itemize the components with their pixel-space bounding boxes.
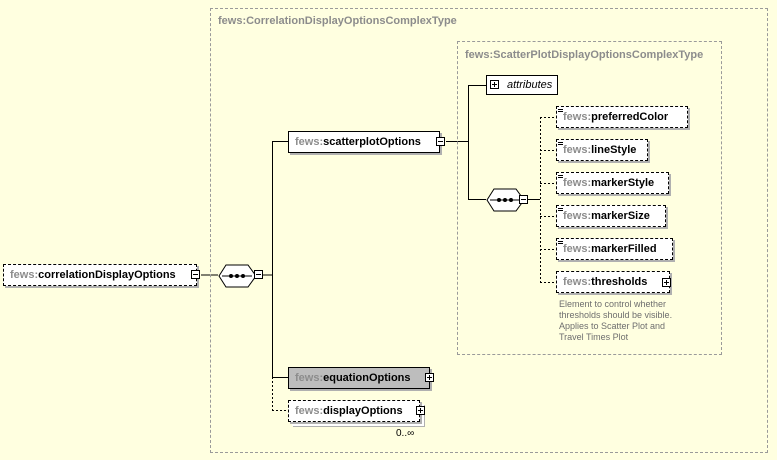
attributes-label: attributes <box>507 79 553 91</box>
namespace-prefix: fews: <box>563 177 592 189</box>
expand-icon[interactable] <box>425 373 434 382</box>
element-name: equationOptions <box>323 372 411 384</box>
outer-type-label: fews:CorrelationDisplayOptionsComplexTyp… <box>218 15 457 27</box>
expand-icon[interactable] <box>490 80 499 89</box>
outer-type-box <box>210 8 768 453</box>
element-markerStyle[interactable]: fews:markerStyle <box>556 172 669 194</box>
element-name: lineStyle <box>591 144 637 156</box>
inner-type-label: fews:ScatterPlotDisplayOptionsComplexTyp… <box>465 49 704 61</box>
element-name: correlationDisplayOptions <box>38 269 176 281</box>
collapse-icon[interactable] <box>436 137 445 146</box>
element-name: preferredColor <box>591 111 669 123</box>
element-name: scatterplotOptions <box>323 136 421 148</box>
element-name: markerSize <box>591 210 650 222</box>
collapse-icon[interactable] <box>191 270 200 279</box>
namespace-prefix: fews: <box>563 210 592 222</box>
namespace-prefix: fews: <box>563 243 592 255</box>
namespace-prefix: fews: <box>295 136 324 148</box>
multiplicity-label: 0..∞ <box>396 428 415 439</box>
element-name: markerFilled <box>591 243 657 255</box>
thresholds-annotation: Element to control whether thresholds sh… <box>559 299 673 342</box>
root-element-correlationDisplayOptions[interactable]: fews:correlationDisplayOptions <box>3 264 197 286</box>
namespace-prefix: fews: <box>10 269 39 281</box>
element-name: thresholds <box>591 276 648 288</box>
namespace-prefix: fews: <box>563 111 592 123</box>
attributes-group[interactable]: attributes <box>486 75 558 95</box>
namespace-prefix: fews: <box>295 372 324 384</box>
inner-type-box <box>457 41 722 355</box>
element-name: markerStyle <box>591 177 655 189</box>
element-name: displayOptions <box>323 405 403 417</box>
sequence-compositor-icon[interactable] <box>218 264 264 288</box>
namespace-prefix: fews: <box>563 276 592 288</box>
element-lineStyle[interactable]: fews:lineStyle <box>556 139 648 161</box>
expand-icon[interactable] <box>662 278 671 287</box>
element-thresholds[interactable]: fews:thresholds <box>556 271 670 293</box>
element-equationOptions[interactable]: fews:equationOptions <box>288 367 430 389</box>
collapse-icon[interactable] <box>519 195 528 204</box>
element-scatterplotOptions[interactable]: fews:scatterplotOptions <box>288 131 440 153</box>
namespace-prefix: fews: <box>563 144 592 156</box>
element-displayOptions[interactable]: fews:displayOptions <box>288 400 420 422</box>
element-preferredColor[interactable]: fews:preferredColor <box>556 106 688 128</box>
collapse-icon[interactable] <box>254 270 263 279</box>
namespace-prefix: fews: <box>295 405 324 417</box>
element-markerSize[interactable]: fews:markerSize <box>556 205 666 227</box>
sequence-compositor-icon[interactable] <box>486 188 532 212</box>
element-markerFilled[interactable]: fews:markerFilled <box>556 238 673 260</box>
expand-icon[interactable] <box>416 406 425 415</box>
simple-type-markers <box>558 109 563 244</box>
